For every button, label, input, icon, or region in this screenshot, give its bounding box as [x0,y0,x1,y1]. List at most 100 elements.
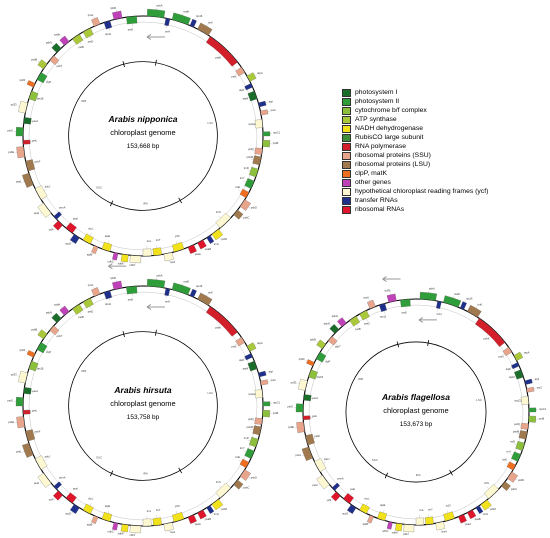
legend-swatch [342,115,351,124]
legend-swatch [342,124,351,133]
gene-label: rpoA [88,13,94,17]
gene-block [206,505,215,514]
legend-label: photosystem II [355,98,400,105]
gene-label: rpoC2 [514,399,522,403]
gene-label: atpI [535,377,540,381]
legend-swatch [342,205,351,214]
gene-block [330,491,341,502]
gene-label: psbD [518,478,524,482]
gene-block [331,482,340,491]
gene-label: psbI [231,344,236,348]
gene-tick [36,367,40,369]
gene-block [147,8,166,18]
gene-label: rpoB [273,411,279,415]
gene-block [513,351,524,361]
gene-label: psbT [57,334,63,338]
legend-label: other genes [355,179,391,186]
gene-tick [52,313,55,316]
legend-item: photosystem II [342,97,547,106]
gene-tick [240,486,243,489]
gene-block [239,458,250,468]
gene-label: psbA [429,287,435,291]
gene-label: atpF [239,88,245,92]
gene-block [395,523,403,532]
gene-label: rps16 [196,14,203,18]
gene-block [458,514,467,524]
gene-label: trnE [235,185,240,189]
gene-label: accD [65,511,71,515]
gene-block [377,511,387,521]
gene-label: trnL [419,508,424,512]
gene-tick [464,300,466,303]
ir-boundary-tick [449,469,453,476]
gene-block [206,36,238,67]
gene-block [467,304,482,318]
ir-boundary-tick [178,467,183,474]
gene-label: psaB [205,517,211,521]
gene-label: atpI [269,99,274,103]
gene-block [18,370,28,384]
gene-tick [246,97,250,99]
legend-item: photosystem I [342,88,547,97]
gene-tick [54,228,56,230]
gene-label: petD [364,322,370,326]
gene-label: psaI [73,217,78,221]
gene-tick [92,252,94,255]
gene-block [254,119,263,129]
gene-block [244,83,253,91]
gene-tick [243,450,247,453]
gene-block [403,524,415,533]
gene-label: rpl36 [385,289,391,293]
legend-item: cytochrome b/f complex [342,106,547,115]
gene-block [246,72,257,82]
gene-tick [206,294,208,297]
gene-tick [93,286,95,289]
legend-item: NADH dehydrogenase [342,124,547,133]
gene-block [69,504,80,514]
gene-block [302,415,311,421]
gene-label: clpP [325,360,330,364]
legend-label: photosystem I [355,89,398,96]
gene-tick [305,360,308,362]
gene-block [329,324,340,334]
gene-tick [446,510,448,514]
gene-tick [238,460,242,462]
gene-tick [217,53,221,56]
gene-block [296,421,305,433]
gene-label: atpB [363,522,369,526]
gene-label: cemA [59,475,66,479]
gene-block [475,318,506,347]
gene-tick [265,372,268,374]
gene-tick [26,81,28,83]
gene-tick [338,317,340,320]
gene-tick [36,97,40,99]
gene-block [528,407,537,413]
gene-block [343,493,354,504]
gene-tick [515,479,518,481]
gene-label: trnY [506,449,511,453]
gene-block [359,310,370,321]
gc-content-circle [68,331,218,481]
gene-block [65,222,77,234]
gene-block [501,481,511,491]
gene-tick [39,212,42,214]
gene-block [215,482,231,499]
gene-tick [194,18,196,21]
gene-block [187,244,197,254]
gene-tick [509,367,513,369]
gene-tick [26,351,28,353]
gene-tick [330,324,332,327]
gene-label: trnE [502,458,507,462]
gene-tick [60,306,63,309]
gene-label: petG [287,405,293,409]
legend-label: transfer RNAs [355,197,398,204]
legend-item: ribosomal proteins (SSU) [342,151,547,160]
gene-block [506,461,516,471]
gene-tick [219,507,221,510]
species-name: Arabis hirsuta [113,385,171,395]
gene-label: psbC [243,486,249,490]
gene-tick [510,453,513,456]
gene-label: psbT [335,345,341,349]
gene-label: matK [454,292,460,296]
gene-block [314,458,327,473]
